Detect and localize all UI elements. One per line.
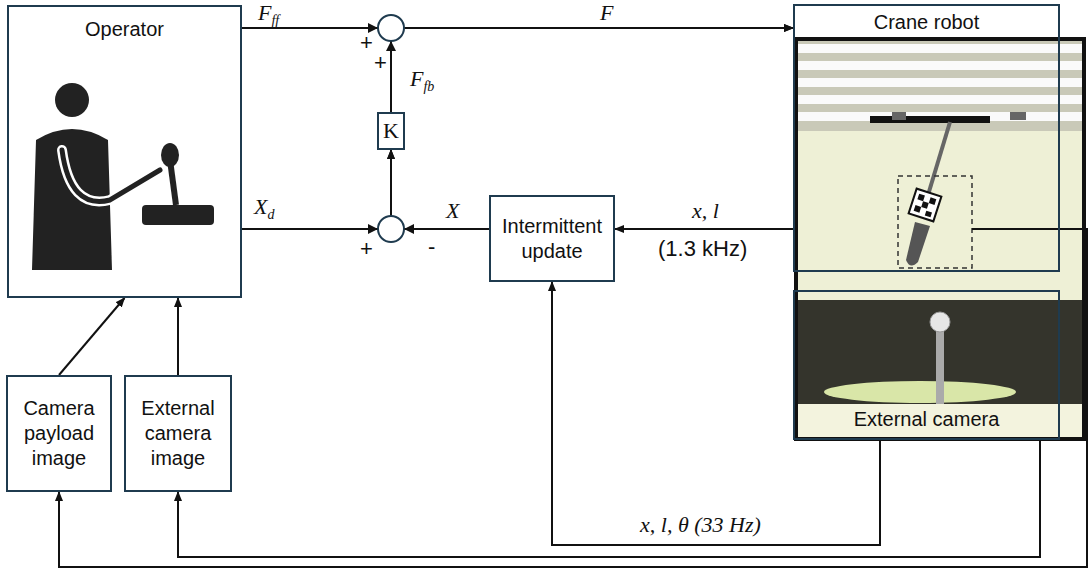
sign-label: + [360,32,373,54]
node-text: External camera [850,407,1004,432]
target-ball [930,312,950,332]
signal-label: Fff [258,2,279,28]
crane-box: Crane robot [793,4,1060,272]
process-box: Intermittent update [489,195,615,282]
image-box: External camera image [124,375,232,492]
arrowhead [386,41,396,51]
operator-head [55,83,89,117]
signal-label: X [446,200,459,222]
signal-arrow [178,440,1040,557]
signal-label: x, l, θ (33 Hz) [640,514,761,536]
node-text: Operator [85,17,164,42]
payload-body [906,222,930,266]
sign-label: + [360,238,373,260]
image-box: Camera payload image [6,375,112,492]
signal-arrow [391,150,489,229]
joystick-base [142,205,214,225]
ceiling-marker [1010,112,1026,120]
signal-label: Ffb [410,68,434,94]
ceiling-stripes [798,44,1082,121]
node-text: External camera image [130,396,226,471]
target-area [824,381,1016,403]
target-post [936,330,944,404]
signal-arrow [552,282,880,545]
scene-frame [796,39,1084,439]
signal-label: F [600,2,613,24]
signal-arrow [59,298,125,375]
operator-box: Operator [7,5,242,298]
signal-arrow [177,298,179,375]
signal-arrow [242,150,391,229]
label-strip [798,404,1082,437]
signal-label: Xd [254,196,274,222]
sign-label: - [428,236,435,258]
node-text: Intermittent update [495,214,609,264]
arrowhead [368,224,378,234]
node-text: K [383,117,399,145]
sign-label: + [374,52,387,74]
node-text: Crane robot [870,10,984,35]
node-text: Camera payload image [12,396,106,471]
camera-box: External camera [793,290,1060,440]
operator-arm [62,150,160,201]
summing-junction [378,216,404,242]
payload-highlight [898,176,972,268]
signal-arrow [391,28,793,112]
payload-leader [972,228,1060,230]
arrowhead [404,224,414,234]
joystick-knob [161,143,179,167]
gain-block: K [377,112,405,150]
operator-arm-inner [62,150,160,201]
summing-junction [378,15,404,41]
trolley [870,116,990,123]
sign-label: (1.3 kHz) [658,238,747,260]
ceiling [798,41,1082,131]
payload-marker [909,189,942,222]
signal-arrow [615,228,793,230]
floor [798,300,1082,404]
trolley-marker [892,112,906,120]
signal-label: x, l [692,200,719,222]
